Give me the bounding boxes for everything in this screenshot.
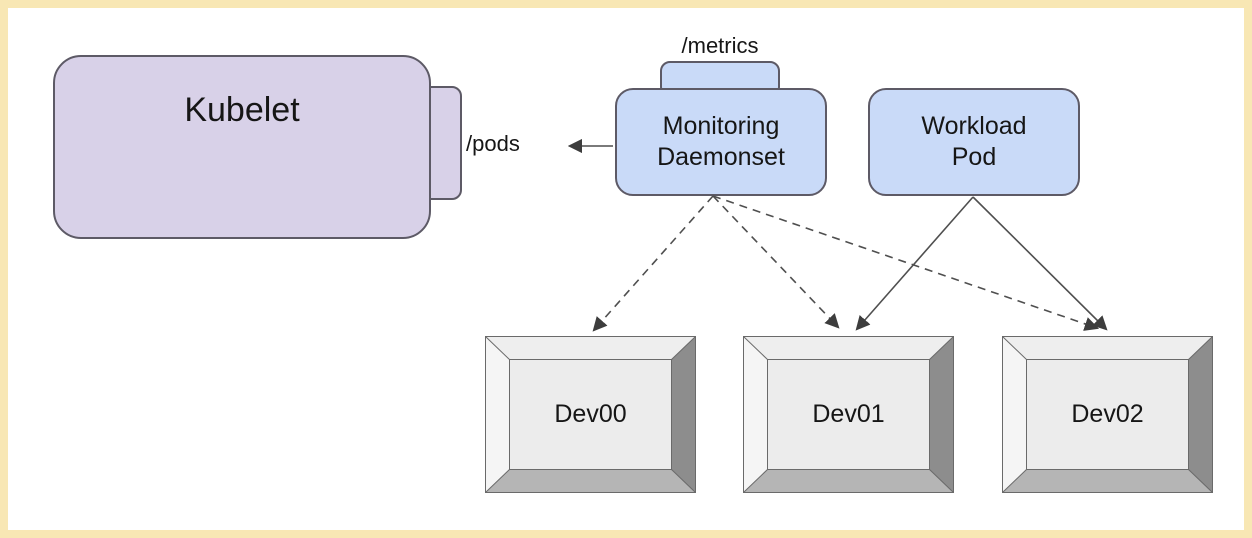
device-frame-icon xyxy=(743,336,954,493)
edge-workload-to-dev02-arrow xyxy=(972,196,1108,331)
monitoring-daemonset-label-line2: Daemonset xyxy=(657,143,785,171)
edge-workload-to-dev01-arrow xyxy=(855,196,974,331)
workload-pod-label-line1: Workload xyxy=(921,112,1027,140)
kubelet-label: Kubelet xyxy=(184,91,300,129)
workload-pod-label-line2: Pod xyxy=(951,143,997,171)
monitoring-daemonset-node: Monitoring Daemonset xyxy=(615,88,827,196)
device-node-dev01: Dev01 xyxy=(743,336,954,493)
edge-monitoring-to-dev02-arrow xyxy=(712,195,1100,331)
device-node-dev00: Dev00 xyxy=(485,336,696,493)
kubelet-node: Kubelet xyxy=(53,55,431,239)
device-label-dev00: Dev00 xyxy=(554,400,627,428)
edge-monitoring-to-dev01-arrow xyxy=(712,195,840,329)
metrics-endpoint-label: /metrics xyxy=(681,33,759,58)
device-node-dev02: Dev02 xyxy=(1002,336,1213,493)
edge-monitoring-to-dev00-arrow xyxy=(592,195,714,332)
device-label-dev01: Dev01 xyxy=(812,400,885,428)
monitoring-daemonset-label-line1: Monitoring xyxy=(662,112,780,140)
pods-endpoint-label: /pods xyxy=(466,131,520,156)
workload-pod-node: Workload Pod xyxy=(868,88,1080,196)
device-frame-icon xyxy=(485,336,696,493)
device-label-dev02: Dev02 xyxy=(1071,400,1144,428)
device-frame-icon xyxy=(1002,336,1213,493)
